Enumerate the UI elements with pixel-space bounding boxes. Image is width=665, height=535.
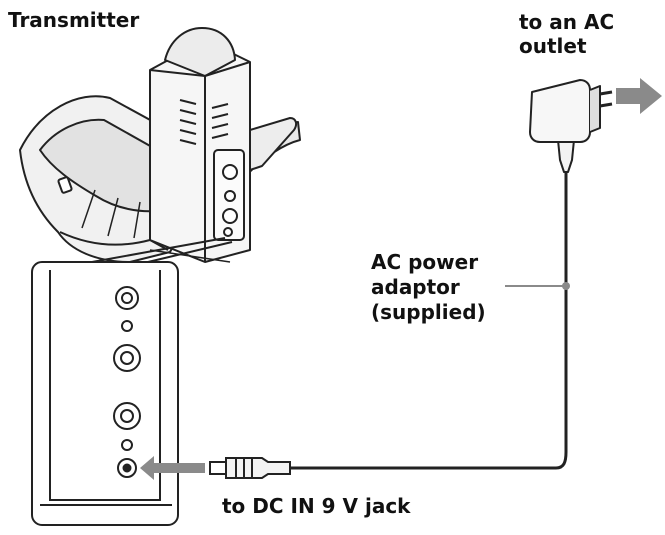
transmitter-cradle-ridge xyxy=(81,189,96,229)
jack-small-1 xyxy=(121,320,133,332)
transmitter-hood xyxy=(164,27,236,77)
transmitter-jack-dc xyxy=(223,227,233,237)
jack-audio2-inner xyxy=(120,409,134,423)
ac-outlet-arrow xyxy=(616,78,662,114)
transmitter-jack-low xyxy=(222,208,238,224)
adaptor-body xyxy=(529,79,591,143)
dc-in-arrow xyxy=(140,456,205,480)
transmitter-vents xyxy=(179,99,229,145)
transmitter-cradle-inner xyxy=(39,118,176,213)
jack-panel xyxy=(31,261,179,526)
transmitter-jack-mid xyxy=(224,190,236,202)
transmitter-rear-fin xyxy=(249,117,298,171)
jack-panel-frame xyxy=(31,261,179,526)
ac-adaptor-label: AC power adaptor (supplied) xyxy=(371,250,486,324)
jack-dc-in-inner xyxy=(122,463,132,473)
ac-adaptor xyxy=(529,79,613,173)
adaptor-prong xyxy=(599,102,613,108)
transmitter-jack-top xyxy=(222,164,238,180)
adaptor-prong xyxy=(599,90,613,96)
transmitter-cradle-ridge xyxy=(107,197,119,237)
adaptor-cable xyxy=(290,170,568,470)
transmitter-cradle-lip xyxy=(59,231,169,251)
adaptor-side xyxy=(589,85,601,133)
ac-outlet-label: to an AC outlet xyxy=(519,10,615,59)
callout-lines xyxy=(91,237,233,263)
jack-panel-inner xyxy=(49,270,161,501)
adaptor-strain-relief xyxy=(557,139,575,173)
dc-plug xyxy=(209,457,291,479)
dc-jack-label: to DC IN 9 V jack xyxy=(222,494,411,518)
dc-plug-body xyxy=(225,457,291,479)
transmitter-label: Transmitter xyxy=(8,8,140,32)
transmitter-device xyxy=(19,27,301,263)
transmitter-cradle-ridge xyxy=(133,201,141,239)
transmitter-badge xyxy=(57,176,73,194)
dc-plug-tip xyxy=(209,461,227,475)
jack-audio-inner xyxy=(120,351,134,365)
jack-video-inner xyxy=(121,292,133,304)
transmitter-top-edge xyxy=(149,61,251,77)
jack-small-2 xyxy=(121,439,133,451)
transmitter-shadow xyxy=(149,249,231,263)
